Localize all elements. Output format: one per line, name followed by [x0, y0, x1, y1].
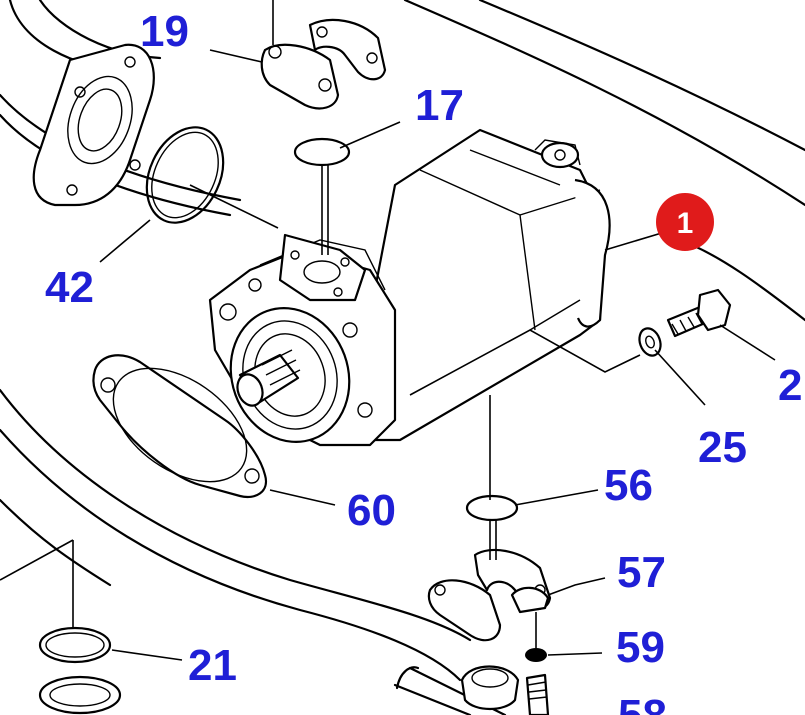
callout-58: 58	[618, 691, 667, 715]
callout-17: 17	[415, 81, 464, 130]
o-ring-42	[145, 126, 225, 224]
badge-circle	[656, 193, 714, 251]
seal-59	[525, 648, 547, 662]
callout-57: 57	[617, 548, 666, 597]
callout-labels: 19 17 42 2 25 60 56 57 21 59 58	[45, 7, 802, 715]
badge-number: 1	[677, 207, 694, 240]
lower-adapter	[38, 665, 550, 715]
callout-21: 21	[188, 641, 237, 690]
leader-lines	[0, 49, 776, 661]
callout-2: 2	[778, 361, 802, 410]
flange-plate	[32, 43, 155, 207]
callout-56: 56	[604, 461, 653, 510]
gasket-60	[92, 354, 268, 499]
callout-25: 25	[698, 423, 747, 472]
split-flange-bottom	[427, 548, 552, 642]
split-flange-top	[260, 0, 387, 110]
o-ring-56	[465, 494, 519, 522]
callout-60: 60	[347, 486, 396, 535]
callout-42: 42	[45, 263, 94, 312]
pump-body	[208, 128, 611, 447]
callout-19: 19	[140, 7, 189, 56]
bolt-and-washer	[638, 288, 732, 357]
main-part-badge: 1	[656, 193, 714, 251]
callout-59: 59	[616, 623, 665, 672]
o-ring-17	[293, 137, 351, 167]
o-ring-21	[38, 626, 112, 664]
